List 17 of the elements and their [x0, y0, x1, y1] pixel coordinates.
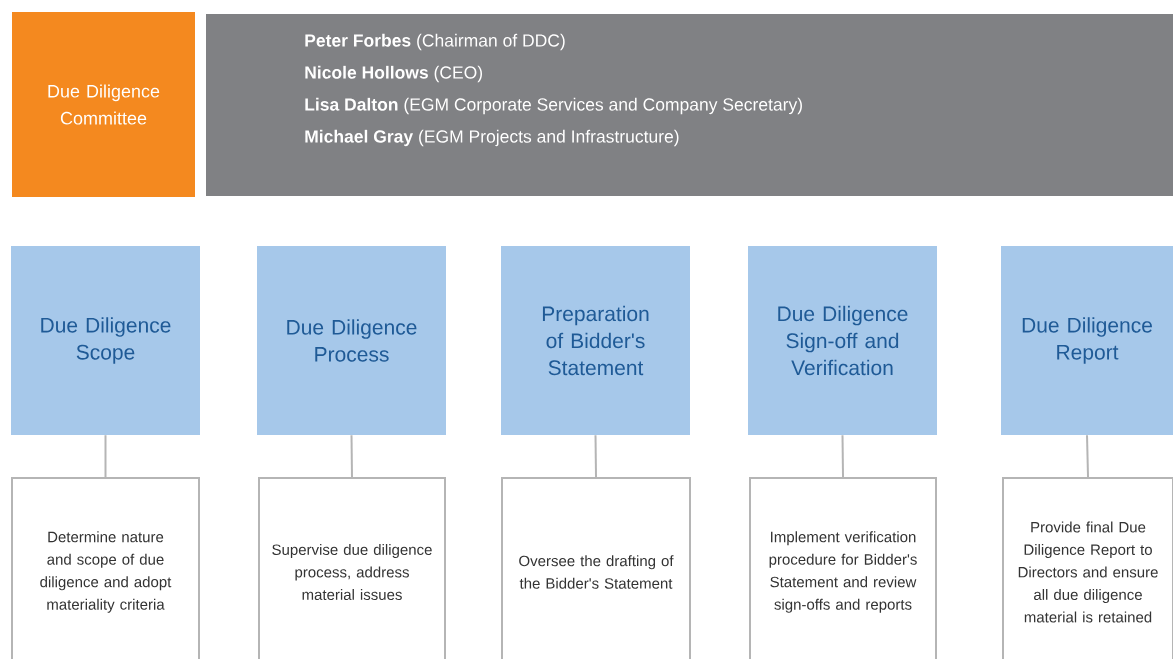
stage-box: Preparation of Bidder's Statement [501, 246, 690, 435]
stage-box: Due Diligence Scope [11, 246, 200, 435]
committee-box: Due Diligence Committee [12, 12, 195, 197]
description-box: Implement verification procedure for Bidder's Statement and review sign-offs and reports [749, 477, 937, 659]
description-box: Oversee the drafting of the Bidder's Statement [501, 477, 691, 659]
description-box: Supervise due diligence process, address material issues [258, 477, 446, 659]
connector-line [594, 434, 597, 478]
description-box: Determine nature and scope of due diligence and adopt materiality criteria [11, 477, 200, 659]
connector-line [104, 434, 107, 478]
stage-box: Due Diligence Report [1001, 246, 1173, 435]
description-box: Provide final Due Diligence Report to Directors and ensure all due diligence material is retained [1002, 477, 1173, 659]
stage-box: Due Diligence Sign-off and Verification [748, 246, 937, 435]
connector-line [350, 434, 353, 478]
members-panel: Peter Forbes (Chairman of DDC) Nicole Hollows (CEO) Lisa Dalton (EGM Corporate Services and Company Secretary) Michael Gray (EGM Projects and Infrastructure) [206, 14, 1173, 196]
connector-line [841, 434, 844, 478]
stage-box: Due Diligence Process [257, 246, 446, 435]
connector-line [1086, 434, 1089, 478]
